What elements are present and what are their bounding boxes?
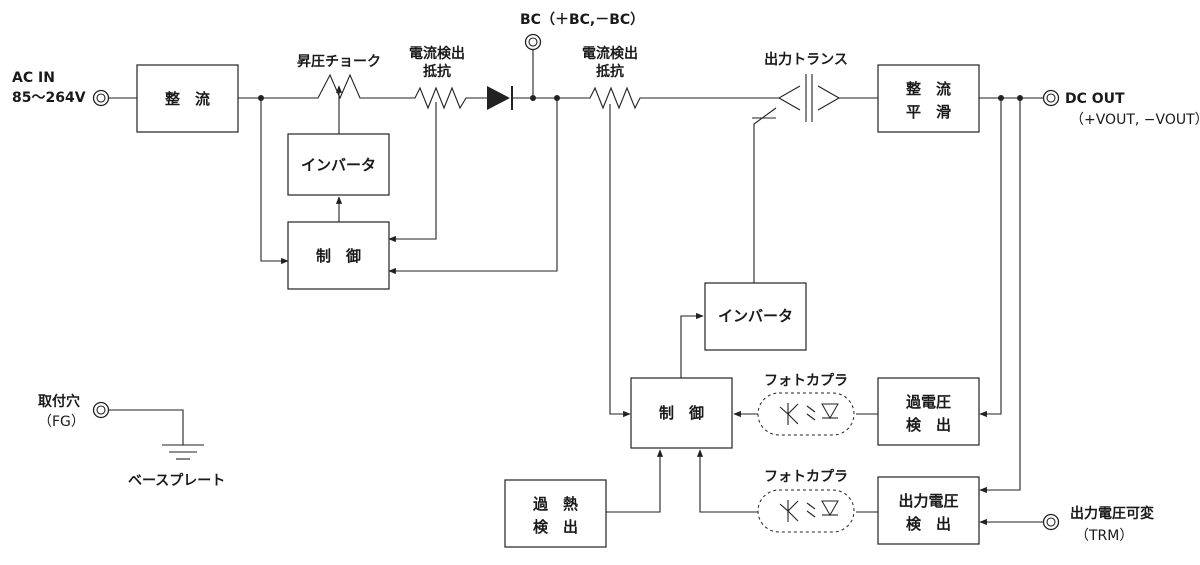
input-rectifier-block: 整 流 bbox=[136, 64, 239, 133]
control-1-label: 制 御 bbox=[316, 247, 361, 265]
boost-choke-label: 昇圧チョーク bbox=[297, 54, 381, 70]
ac-in-label: AC IN bbox=[12, 70, 55, 86]
overheat-label: 過 熱 bbox=[532, 495, 578, 513]
bc-label: BC（＋BC,－BC） bbox=[520, 12, 644, 28]
fg-terminal: 取付穴 （FG） bbox=[38, 393, 110, 430]
ac-in-voltage-label: 85～264V bbox=[12, 90, 86, 106]
trm-label: 出力電圧可変 bbox=[1070, 505, 1154, 522]
control-2-block: 制 御 bbox=[630, 377, 733, 449]
base-plate-label: ベースプレート bbox=[128, 473, 225, 489]
current-sense-resistor-2-icon bbox=[586, 86, 646, 110]
diode-icon bbox=[487, 86, 513, 110]
overvoltage-detect-label: 検 出 bbox=[906, 416, 951, 434]
ac-in-terminal: AC IN 85～264V bbox=[12, 70, 110, 107]
dc-out-sub-label: （+VOUT, −VOUT） bbox=[1070, 112, 1200, 128]
control-1-block: 制 御 bbox=[287, 221, 390, 290]
photocoupler-2-icon bbox=[757, 489, 855, 533]
photocoupler-1-label: フォトカプラ bbox=[764, 373, 848, 389]
trm-sub-label: （TRM） bbox=[1075, 528, 1133, 544]
output-rectifier-smoothing-block: 整 流 平 滑 bbox=[877, 64, 980, 133]
output-voltage-detect-label: 検 出 bbox=[906, 515, 951, 533]
overheat-detect-block: 過 熱 検 出 bbox=[504, 479, 607, 548]
input-rectifier-label: 整 流 bbox=[165, 90, 210, 108]
ground-icon bbox=[162, 444, 204, 460]
output-voltage-label: 出力電圧 bbox=[898, 492, 958, 510]
inverter-1-label: インバータ bbox=[301, 156, 376, 174]
control-2-label: 制 御 bbox=[659, 404, 704, 422]
current-sense-resistor-1-icon bbox=[410, 86, 470, 110]
inverter-2-block: インバータ bbox=[704, 282, 807, 351]
sense-resistor-1-label-top: 電流検出 bbox=[409, 45, 465, 62]
photocoupler-2-label: フォトカプラ bbox=[764, 469, 848, 485]
sense-resistor-1-label-bottom: 抵抗 bbox=[423, 63, 451, 80]
dc-out-terminal: DC OUT （+VOUT, −VOUT） bbox=[1042, 89, 1200, 128]
output-rectifier-label: 整 流 bbox=[906, 80, 951, 98]
photocoupler-1-icon bbox=[757, 392, 855, 436]
fg-sub-label: （FG） bbox=[38, 414, 85, 430]
overvoltage-detect-block: 過電圧 検 出 bbox=[877, 377, 980, 446]
fg-label: 取付穴 bbox=[38, 393, 80, 410]
overheat-detect-label: 検 出 bbox=[533, 518, 578, 536]
smoothing-label: 平 滑 bbox=[906, 103, 951, 121]
trm-terminal: 出力電圧可変 （TRM） bbox=[1042, 505, 1154, 544]
inverter-2-label: インバータ bbox=[718, 307, 793, 325]
boost-choke-icon bbox=[312, 73, 366, 100]
sense-resistor-2-label-top: 電流検出 bbox=[582, 45, 638, 62]
output-voltage-detect-block: 出力電圧 検 出 bbox=[877, 476, 980, 545]
overvoltage-label: 過電圧 bbox=[905, 393, 951, 411]
bc-terminal: BC（＋BC,－BC） bbox=[520, 12, 644, 51]
inverter-1-block: インバータ bbox=[287, 133, 390, 196]
sense-resistor-2-label-bottom: 抵抗 bbox=[596, 63, 624, 80]
output-transformer-icon bbox=[772, 74, 841, 122]
dc-out-label: DC OUT bbox=[1065, 91, 1125, 107]
output-transformer-label: 出力トランス bbox=[764, 51, 848, 68]
